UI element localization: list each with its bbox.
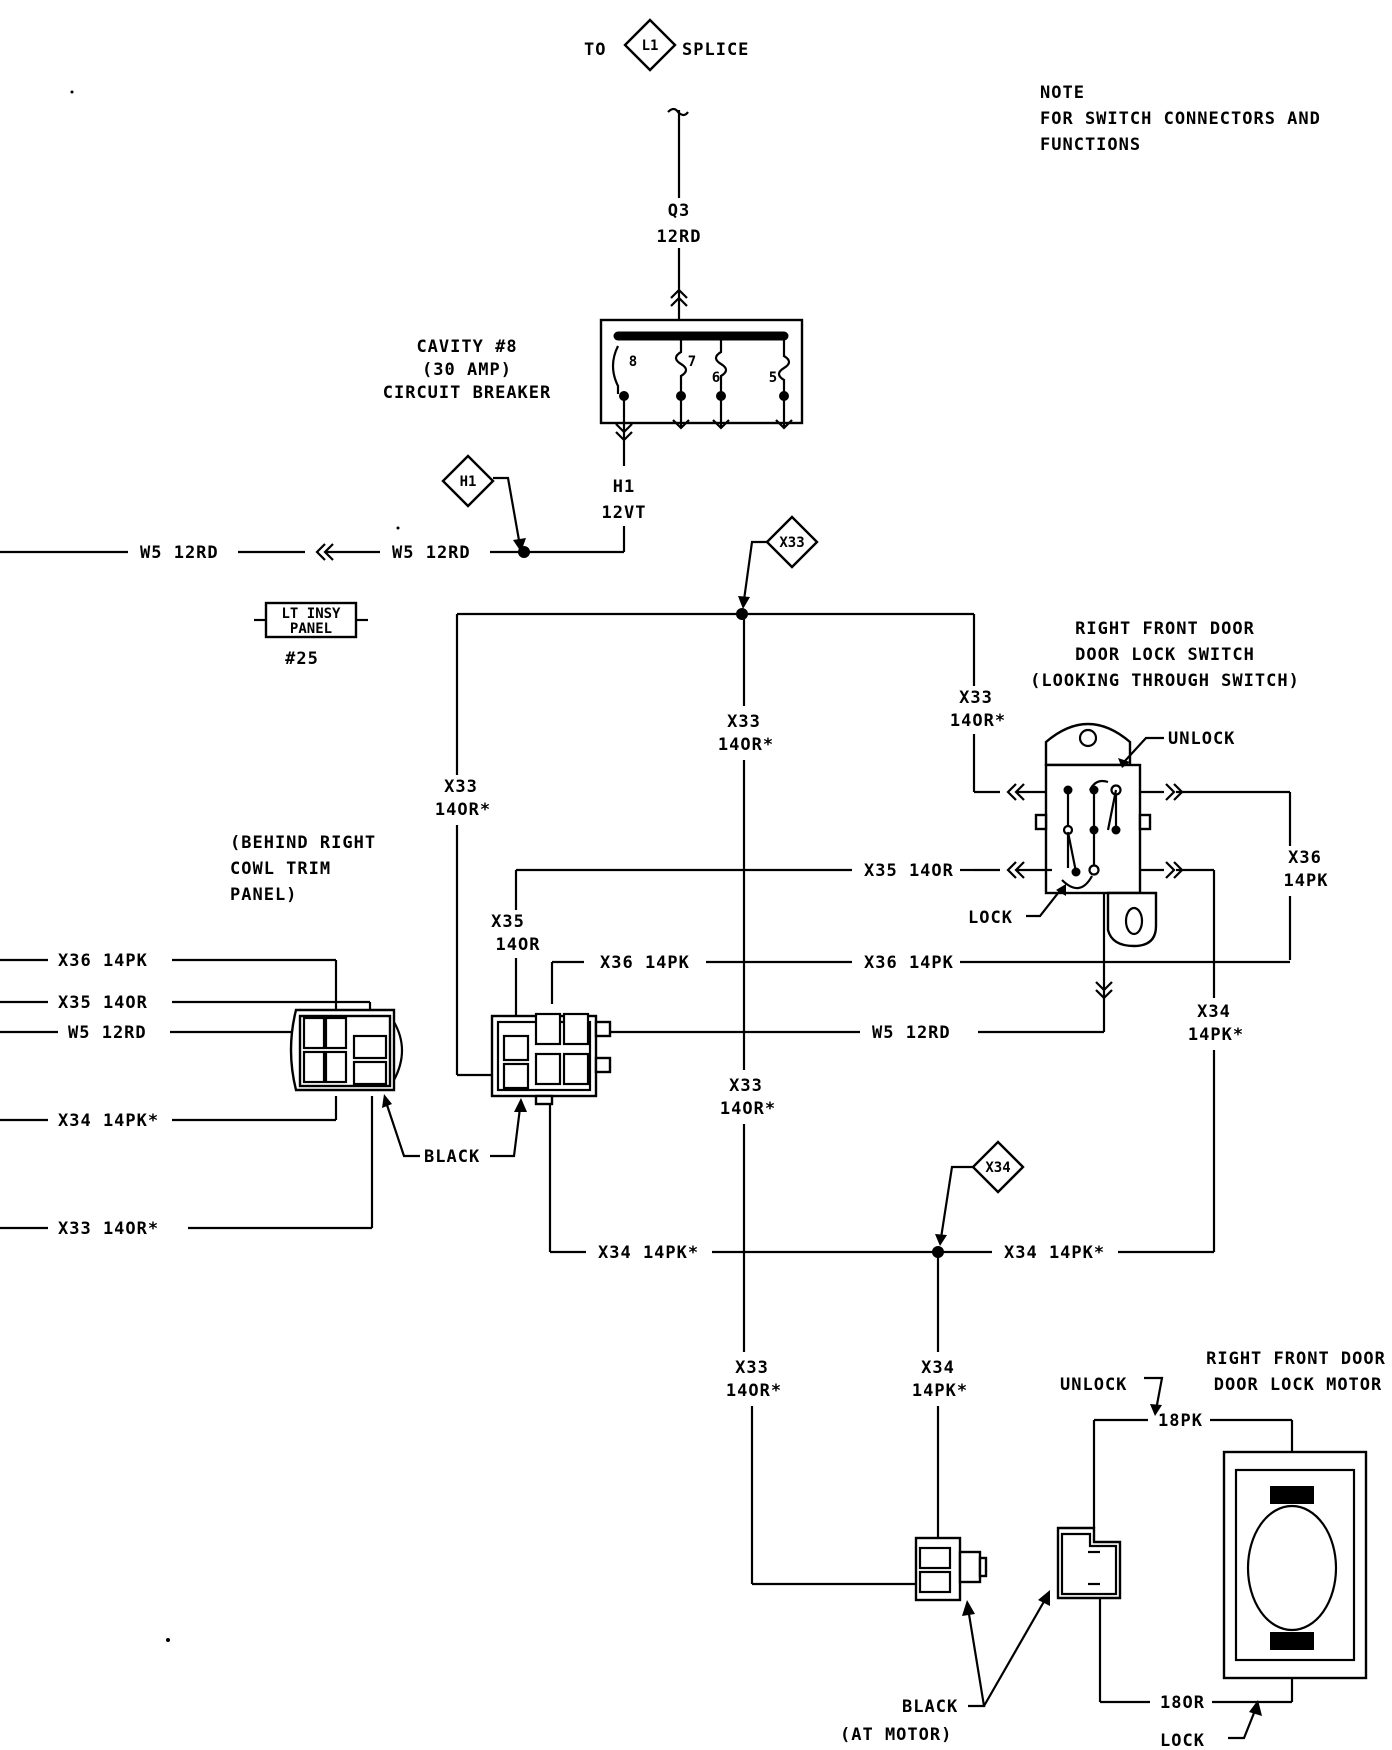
lt-insy-panel-ref: LT INSY PANEL #25 [254, 601, 368, 669]
x33-splice-dot [736, 608, 748, 620]
x33-center2-size: 14OR* [720, 1099, 776, 1119]
label-splice: SPLICE [682, 40, 749, 60]
x33-diamond [765, 515, 819, 569]
motor-18or-label: 18OR [1160, 1693, 1205, 1713]
circuit-breaker-block: CAVITY #8 (30 AMP) CIRCUIT BREAKER 8 7 6… [383, 318, 804, 466]
connector-chevron [670, 288, 688, 307]
x33-right-id: X33 [959, 688, 993, 708]
label-to: TO [584, 40, 606, 60]
left-harness: X36 14PK X35 14OR W5 12RD X34 14PK* X33 … [0, 951, 612, 1239]
door-lock-switch: RIGHT FRONT DOOR DOOR LOCK SWITCH (LOOKI… [968, 619, 1329, 1252]
cb-label-1: CAVITY #8 [416, 337, 517, 357]
l1-diamond [623, 18, 677, 72]
x35-vert-size: 14OR [496, 935, 541, 955]
wire-w5-top: W5 12RD W5 12RD [0, 543, 524, 563]
switch-title-3: (LOOKING THROUGH SWITCH) [1030, 671, 1300, 691]
left-connector [289, 1008, 404, 1092]
x36-right-id: X36 [1288, 848, 1322, 868]
x36-mid-left-label: X36 14PK [600, 953, 690, 973]
motor-title-2: DOOR LOCK MOTOR [1214, 1375, 1383, 1395]
w5-left-label: W5 12RD [140, 543, 219, 563]
motor-unlock-label: UNLOCK [1060, 1375, 1127, 1395]
motor-armature [1246, 1504, 1338, 1632]
h1-diamond [441, 454, 495, 508]
x33-center3-size: 14OR* [726, 1381, 782, 1401]
left-x35-label: X35 14OR [58, 993, 148, 1013]
x36-right-size: 14PK [1284, 871, 1329, 891]
x33-left-id: X33 [444, 777, 478, 797]
black-mid-label: BLACK [424, 1147, 480, 1167]
note-block: NOTE FOR SWITCH CONNECTORS AND FUNCTIONS [1040, 83, 1321, 155]
cb-pin-8: 8 [629, 354, 637, 370]
middle-wires: (BEHIND RIGHT COWL TRIM PANEL) X35 14OR … [230, 833, 1290, 1548]
x33-center2-id: X33 [729, 1076, 763, 1096]
door-lock-motor: RIGHT FRONT DOOR DOOR LOCK MOTOR 18PK 18… [840, 1349, 1386, 1750]
motor-lock-label: LOCK [1160, 1731, 1205, 1750]
label-l1: L1 [642, 38, 659, 54]
switch-title-2: DOOR LOCK SWITCH [1075, 645, 1255, 665]
motor-18pk-label: 18PK [1158, 1411, 1203, 1431]
behind-panel-2: COWL TRIM [230, 859, 331, 879]
left-x34-label: X34 14PK* [58, 1111, 159, 1131]
x33-tag: X33 [779, 535, 804, 551]
lt-insy-number: #25 [285, 649, 319, 669]
cb-label-3: CIRCUIT BREAKER [383, 383, 552, 403]
switch-unlock-label: UNLOCK [1168, 729, 1235, 749]
x34-bot-right-label: X34 14PK* [1004, 1243, 1105, 1263]
note-line-3: FUNCTIONS [1040, 135, 1141, 155]
x36-mid-right-label: X36 14PK [864, 953, 954, 973]
x34-vert-size: 14PK* [912, 1381, 968, 1401]
w5-mid-label: W5 12RD [392, 543, 471, 563]
x34-vert-id: X34 [921, 1358, 955, 1378]
left-x36-label: X36 14PK [58, 951, 148, 971]
x33-center3-id: X33 [735, 1358, 769, 1378]
left-x33-label: X33 14OR* [58, 1219, 159, 1239]
motor-title-1: RIGHT FRONT DOOR [1206, 1349, 1386, 1369]
q3-id: Q3 [668, 201, 690, 221]
switch-lock-label: LOCK [968, 908, 1013, 928]
cb-pin-5: 5 [769, 370, 777, 386]
x33-left-size: 14OR* [435, 800, 491, 820]
x33-network: X33 X33 14OR* X33 14OR* X33 14OR* X33 14… [435, 515, 1052, 1586]
cb-label-2: (30 AMP) [422, 360, 512, 380]
cb-pin-6: 6 [712, 370, 720, 386]
x35-vert-id: X35 [491, 912, 525, 932]
motor-side-connector [914, 1536, 988, 1602]
w5-right-label: W5 12RD [872, 1023, 951, 1043]
q3-size: 12RD [657, 227, 702, 247]
h1-size: 12VT [602, 503, 647, 523]
wire-q3: Q3 12RD [657, 107, 702, 338]
x34-right-id: X34 [1197, 1002, 1231, 1022]
switch-title-1: RIGHT FRONT DOOR [1075, 619, 1255, 639]
h1-tag: H1 [460, 474, 477, 490]
note-line-2: FOR SWITCH CONNECTORS AND [1040, 109, 1321, 129]
x34-right-size: 14PK* [1188, 1025, 1244, 1045]
motor-black-line-1: BLACK [902, 1697, 958, 1717]
note-line-1: NOTE [1040, 83, 1085, 103]
x34-tag: X34 [985, 1160, 1010, 1176]
left-w5-label: W5 12RD [68, 1023, 147, 1043]
x33-center-id: X33 [727, 712, 761, 732]
cb-pin-7: 7 [688, 354, 696, 370]
lt-insy-line-2: PANEL [290, 621, 332, 637]
x33-center-size: 14OR* [718, 735, 774, 755]
h1-id: H1 [613, 477, 635, 497]
x35-mid-label: X35 14OR [864, 861, 954, 881]
x33-right-size: 14OR* [950, 711, 1006, 731]
motor-black-line-2: (AT MOTOR) [840, 1725, 952, 1745]
center-connector [490, 1012, 612, 1106]
wire-h1: H1 12VT H1 [441, 454, 647, 558]
l1-splice-reference: TO L1 SPLICE [584, 18, 749, 72]
behind-panel-3: PANEL) [230, 885, 297, 905]
lt-insy-line-1: LT INSY [281, 606, 341, 622]
behind-panel-1: (BEHIND RIGHT [230, 833, 376, 853]
harness-side-connector [1056, 1526, 1122, 1600]
x34-diamond [971, 1140, 1025, 1194]
x34-bot-left-label: X34 14PK* [598, 1243, 699, 1263]
